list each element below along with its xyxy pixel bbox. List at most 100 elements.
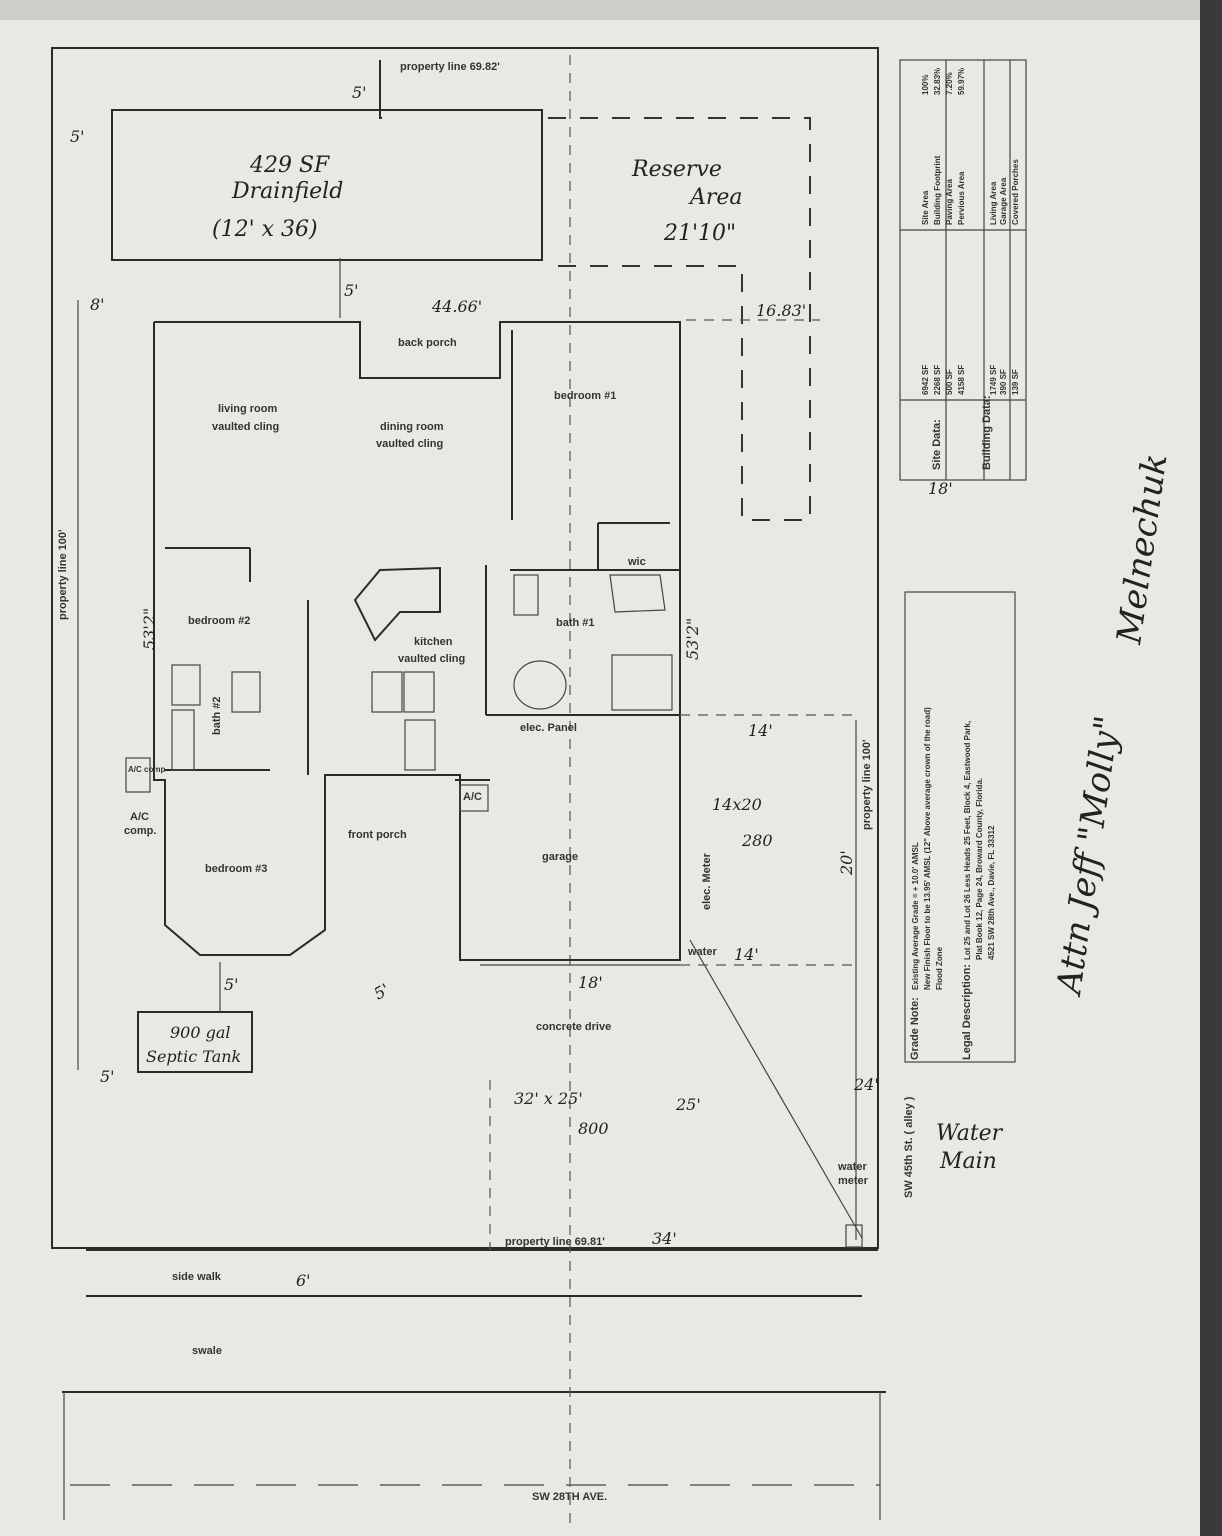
label-street: SW 28TH AVE. <box>532 1491 607 1503</box>
hw-area: Area <box>688 185 743 210</box>
svg-text:Site Area: Site Area <box>921 190 930 225</box>
svg-text:2268 SF: 2268 SF <box>933 365 942 395</box>
svg-text:100%: 100% <box>921 75 930 95</box>
svg-text:25': 25' <box>675 1095 701 1114</box>
right-property-line: property line 100' <box>861 739 873 830</box>
label-water: water <box>687 946 717 958</box>
svg-text:Plat Book 12, Page 24, Broward: Plat Book 12, Page 24, Broward County, F… <box>975 778 984 960</box>
label-side-walk: side walk <box>172 1271 222 1283</box>
label-living-room: living room <box>218 403 278 415</box>
left-property-line: property line 100' <box>57 529 69 620</box>
hw-drainfield-sf: 429 SF <box>249 153 330 178</box>
hw-drainfield-size: (12' x 36) <box>212 217 318 242</box>
svg-text:Covered Porches: Covered Porches <box>1011 159 1020 225</box>
label-garage: garage <box>542 851 578 863</box>
svg-text:1749 SF: 1749 SF <box>989 365 998 395</box>
hw-drive-dims: 32' x 25' <box>514 1089 583 1108</box>
svg-text:5': 5' <box>224 975 239 994</box>
hw-drainfield: Drainfield <box>231 179 343 204</box>
svg-text:Grade Note:: Grade Note: <box>909 997 921 1060</box>
label-elec-meter: elec. Meter <box>701 852 713 910</box>
svg-text:Garage Area: Garage Area <box>999 177 1008 225</box>
svg-text:vaulted cling: vaulted cling <box>212 421 279 433</box>
kitchen-counter <box>353 566 441 642</box>
screen-top-edge <box>0 0 1222 20</box>
hw-44-66: 44.66' <box>431 297 482 316</box>
svg-text:14': 14' <box>734 945 759 964</box>
svg-text:Building Footprint: Building Footprint <box>933 155 942 225</box>
label-bedroom-1: bedroom #1 <box>554 390 616 402</box>
svg-text:New Finish Floor to be 13.95': New Finish Floor to be 13.95' AMSL (12" … <box>923 707 932 990</box>
svg-text:Legal Description:: Legal Description: <box>961 964 973 1060</box>
hw-reserve: Reserve <box>631 157 722 182</box>
svg-text:5': 5' <box>70 127 85 146</box>
svg-text:14': 14' <box>748 721 773 740</box>
svg-text:Pervious Area: Pervious Area <box>957 171 966 225</box>
hw-800: 800 <box>578 1119 609 1138</box>
label-bath-1: bath #1 <box>556 617 595 629</box>
label-alley: SW 45th St. ( alley ) <box>903 1096 915 1198</box>
svg-text:Existing Average Grade = + 10.: Existing Average Grade = + 10.0' AMSL <box>911 842 920 990</box>
label-bath-2: bath #2 <box>211 696 223 735</box>
septic-tank <box>137 1011 253 1073</box>
property-boundary <box>51 47 879 1249</box>
svg-text:4521 SW 28th Ave., Davie, FL 3: 4521 SW 28th Ave., Davie, FL 33312 <box>987 825 996 960</box>
house-outline <box>153 321 681 961</box>
label-water-meter: water <box>837 1161 867 1173</box>
hw-water: Water <box>936 1121 1004 1146</box>
hw-900-gal: 900 gal <box>170 1023 231 1042</box>
svg-text:Flood Zone: Flood Zone <box>935 946 944 990</box>
bottom-property-line: property line 69.81' <box>505 1236 605 1248</box>
svg-text:5': 5' <box>352 83 367 102</box>
svg-text:390 SF: 390 SF <box>999 369 1008 395</box>
label-kitchen: kitchen <box>414 636 453 648</box>
svg-text:18': 18' <box>928 479 953 498</box>
hw-melnechuk: Melnechuk <box>1109 451 1175 647</box>
hw-main: Main <box>939 1149 997 1174</box>
label-concrete-drive: concrete drive <box>536 1021 611 1033</box>
hw-53-2-right: 53'2" <box>683 618 702 660</box>
svg-text:34': 34' <box>652 1229 677 1248</box>
hw-280: 280 <box>741 831 773 850</box>
label-swale: swale <box>192 1345 222 1357</box>
svg-text:Living Area: Living Area <box>989 181 998 225</box>
svg-text:24': 24' <box>853 1075 879 1094</box>
notes-text: Grade Note: Existing Average Grade = + 1… <box>909 707 996 1060</box>
label-ac: A/C <box>463 791 482 803</box>
label-elec-panel: elec. Panel <box>520 722 577 734</box>
label-ac-comp-small: A/C comp <box>128 765 165 774</box>
label-bedroom-3: bedroom #3 <box>205 863 267 875</box>
svg-text:59.97%: 59.97% <box>957 68 966 95</box>
svg-text:7.20%: 7.20% <box>945 72 954 95</box>
top-property-line: property line 69.82' <box>400 61 500 73</box>
label-ac-comp: A/C <box>130 811 149 823</box>
water-line <box>689 939 863 1239</box>
svg-text:Paving Area: Paving Area <box>945 179 954 225</box>
svg-text:32.83%: 32.83% <box>933 68 942 95</box>
building-data-label: Building Data: <box>981 395 993 470</box>
label-front-porch: front porch <box>348 829 407 841</box>
svg-text:vaulted cling: vaulted cling <box>376 438 443 450</box>
hw-attn: Attn Jeff "Molly" <box>1049 713 1128 999</box>
svg-text:vaulted cling: vaulted cling <box>398 653 465 665</box>
hw-16-83: 16.83' <box>756 301 806 320</box>
hw-septic-tank: Septic Tank <box>146 1047 241 1066</box>
hw-53-2-left: 53'2" <box>140 608 159 650</box>
svg-text:Lot 25 and Lot 26 Less Heads 2: Lot 25 and Lot 26 Less Heads 25 Feet, Bl… <box>963 721 972 960</box>
site-table-rows: Site Area 6942 SF 100% Building Footprin… <box>921 68 1020 395</box>
svg-text:meter: meter <box>838 1175 869 1187</box>
site-data-table <box>899 59 1027 481</box>
svg-text:6': 6' <box>296 1271 311 1290</box>
svg-text:20': 20' <box>837 850 856 876</box>
svg-text:500 SF: 500 SF <box>945 369 954 395</box>
svg-text:18': 18' <box>578 973 603 992</box>
site-data-label: Site Data: <box>931 419 943 470</box>
drainfield <box>111 109 543 261</box>
hw-reserve-width: 21'10" <box>663 221 736 246</box>
screen-bezel <box>1200 0 1222 1536</box>
label-back-porch: back porch <box>398 337 457 349</box>
label-dining-room: dining room <box>380 421 444 433</box>
svg-text:5': 5' <box>100 1067 115 1086</box>
